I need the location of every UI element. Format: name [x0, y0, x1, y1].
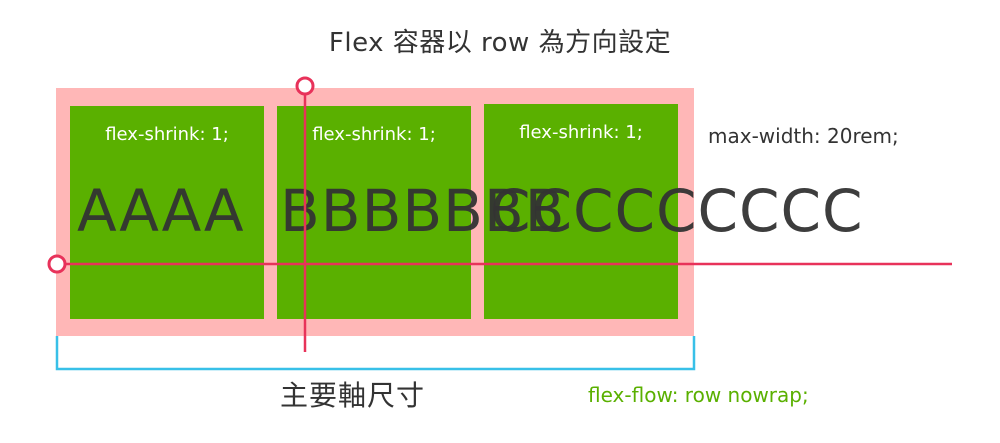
flex-flow-label: flex-flow: row nowrap; [588, 383, 809, 407]
main-size-label: 主要軸尺寸 [280, 379, 426, 412]
item-a-content: AAAA [77, 177, 245, 245]
diagram-title: Flex 容器以 row 為方向設定 [328, 28, 672, 58]
flex-item-b: flex-shrink: 1; [277, 106, 471, 319]
item-a-label: flex-shrink: 1; [105, 124, 229, 145]
main-size-bracket [55, 336, 696, 371]
flex-container: flex-shrink: 1; flex-shrink: 1; flex-shr… [56, 88, 694, 336]
item-c-label: flex-shrink: 1; [519, 122, 643, 143]
item-c-content: CCCCCCCCC [490, 177, 864, 245]
max-width-note: max-width: 20rem; [708, 124, 899, 148]
item-b-content: BBBBBBB [280, 177, 566, 245]
flex-item-a: flex-shrink: 1; [70, 106, 264, 319]
item-b-label: flex-shrink: 1; [312, 124, 436, 145]
flex-item-c: flex-shrink: 1; [484, 104, 678, 319]
